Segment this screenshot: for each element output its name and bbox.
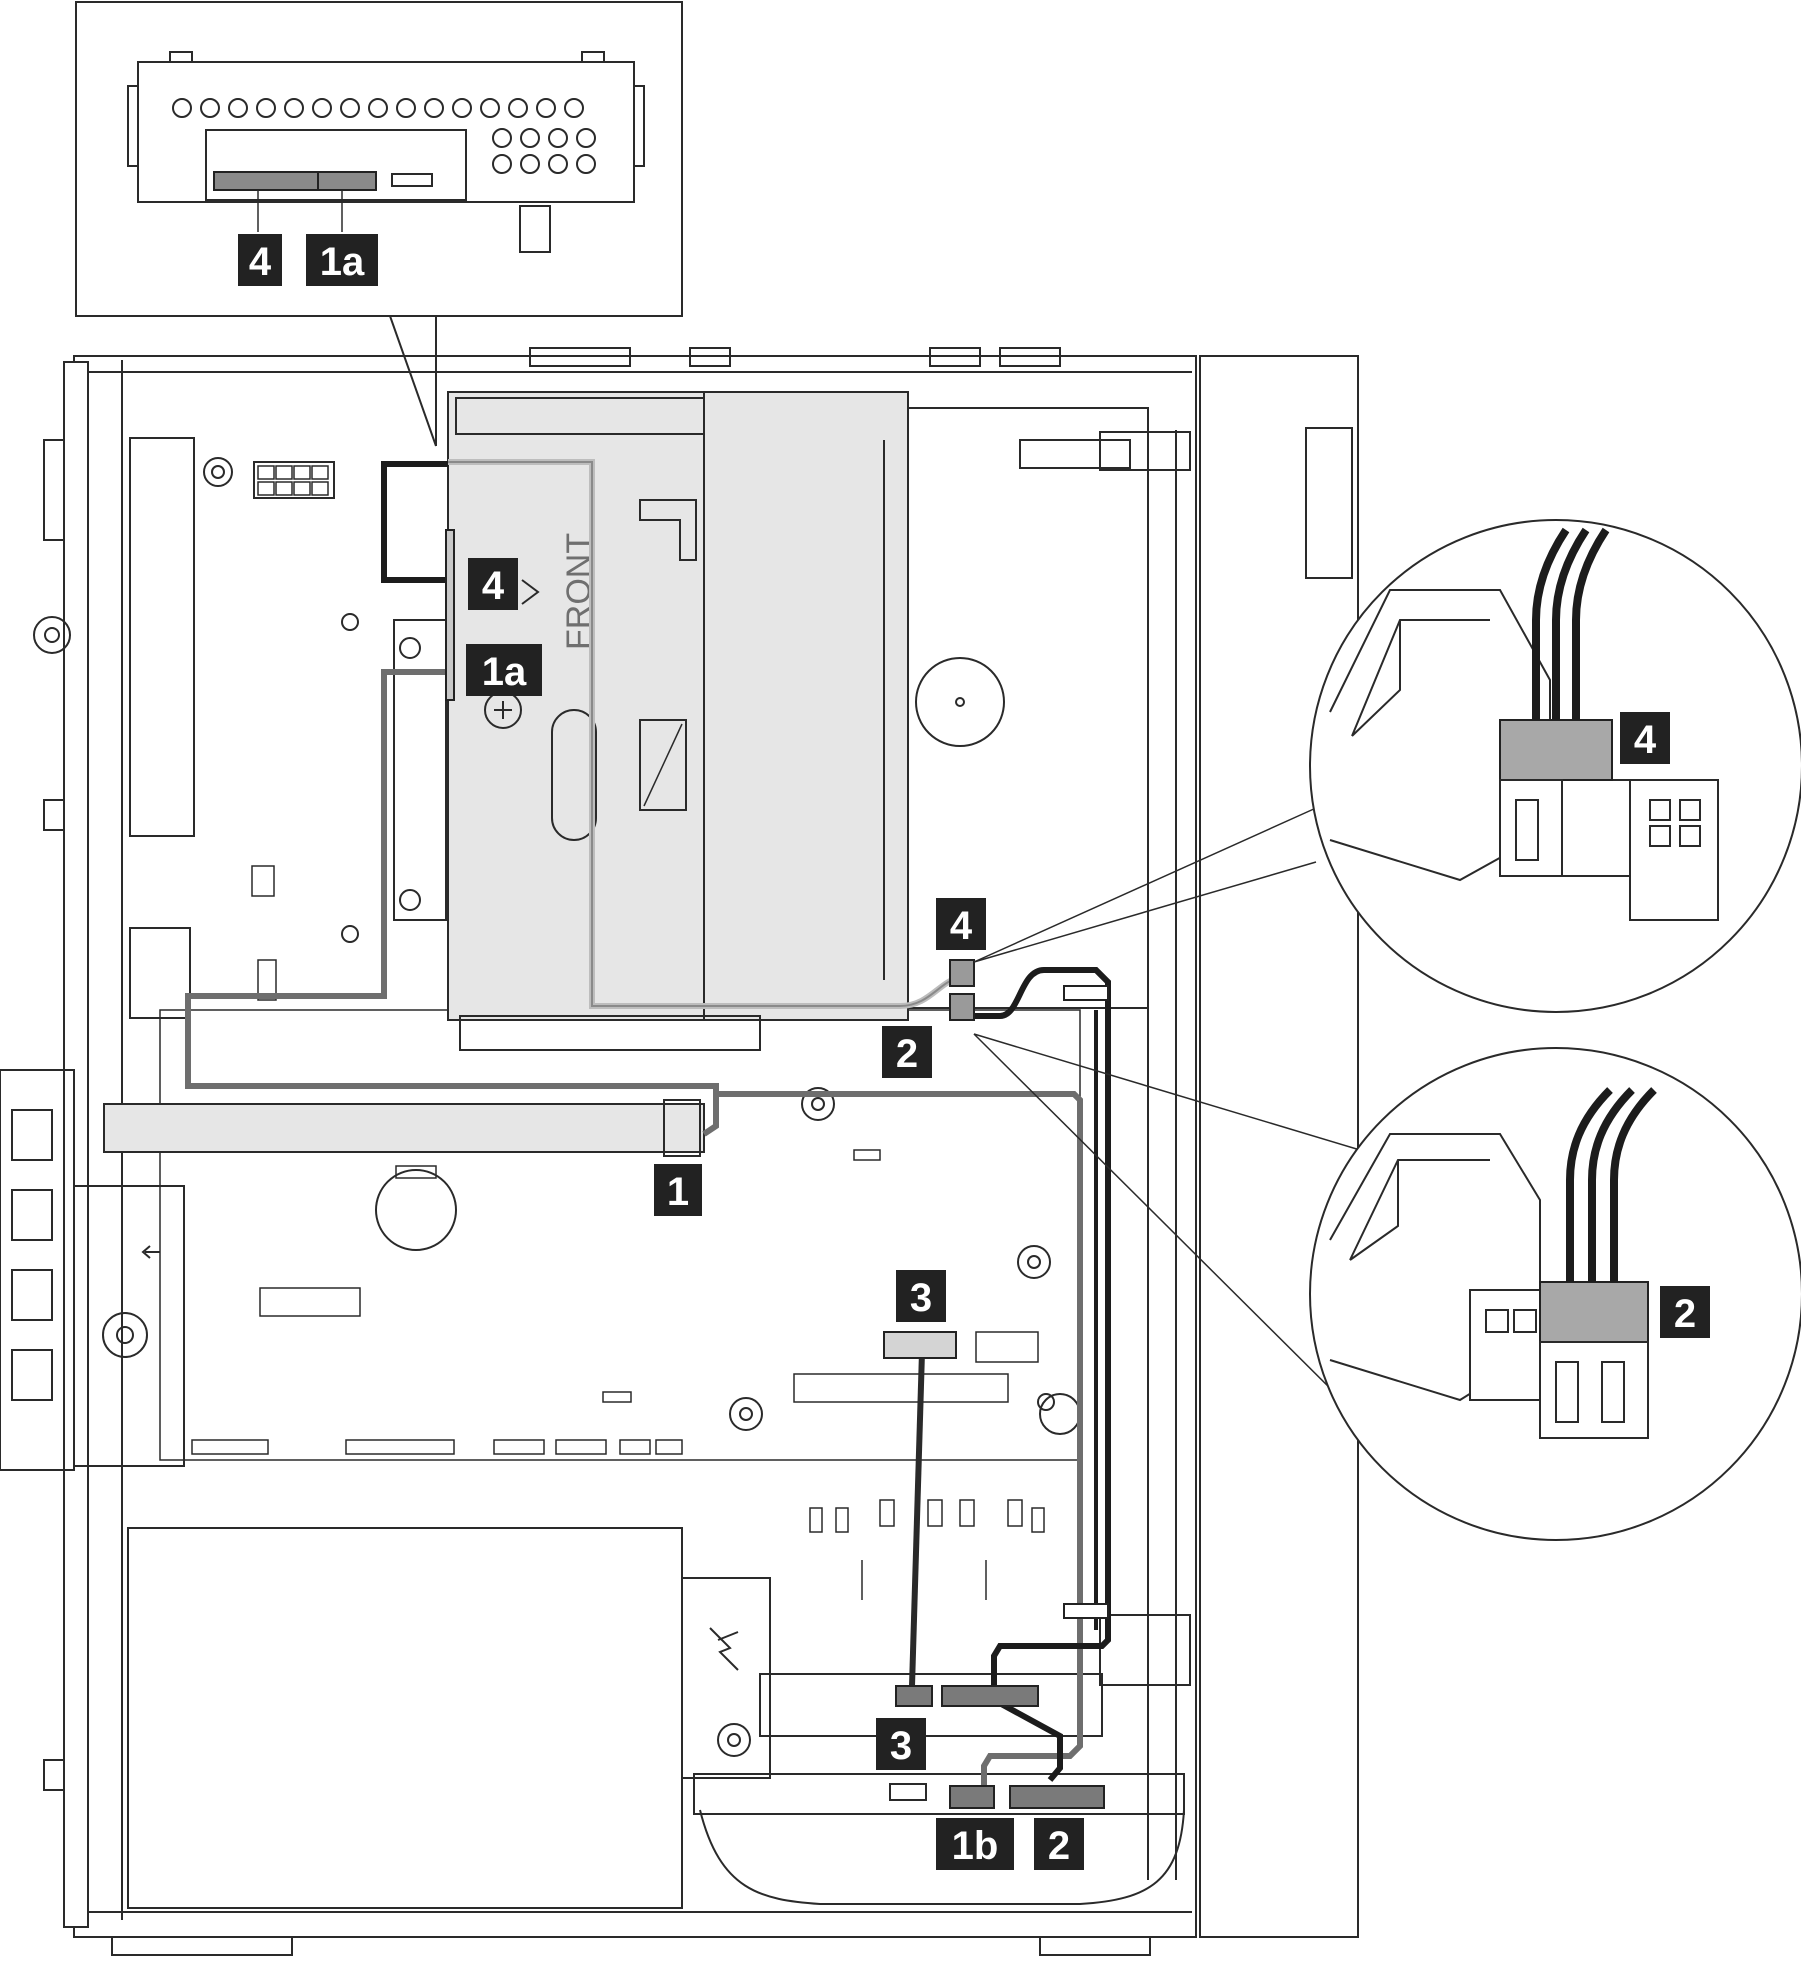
cable-drive-signal (185, 669, 719, 1137)
svg-text:4: 4 (1634, 718, 1657, 762)
drive-connector-strip (445, 529, 455, 701)
svg-text:1a: 1a (320, 240, 365, 284)
callout-backplane-1b: 1b (936, 1818, 1014, 1870)
svg-text:3: 3 (890, 1724, 912, 1768)
callout-inset-top-1a: 1a (306, 234, 378, 286)
callout-inset-top-4: 4 (238, 234, 282, 286)
psu-clip-lower (1063, 1603, 1109, 1619)
zoom-upper (973, 519, 1801, 1013)
psu-connector-2 (949, 993, 975, 1021)
lower-drive-bay (127, 1527, 1185, 1909)
callout-riser-1: 1 (654, 1164, 702, 1216)
callout-psu-2: 2 (882, 1026, 932, 1078)
svg-text:2: 2 (1674, 1292, 1696, 1336)
backplane-connector-2 (1009, 1785, 1105, 1809)
callout-board-3: 3 (896, 1270, 946, 1322)
svg-text:3: 3 (910, 1276, 932, 1320)
svg-text:4: 4 (249, 240, 272, 284)
cables (185, 459, 1111, 1790)
riser-card (103, 1099, 705, 1157)
callout-zoom-lower-2: 2 (1660, 1286, 1710, 1338)
system-board (159, 457, 1081, 1600)
board-connector-3 (883, 1331, 957, 1359)
zoom-lower-connector (1539, 1281, 1649, 1343)
inset-drive-rear-view (75, 1, 683, 447)
backplane-connector-power-top (941, 1685, 1039, 1707)
svg-text:1a: 1a (482, 650, 527, 694)
connectors (445, 529, 1109, 1809)
psu-clip-upper (1063, 985, 1109, 1001)
callout-drive-4: 4 (468, 558, 518, 610)
svg-text:1: 1 (667, 1170, 689, 1214)
svg-text:4: 4 (950, 904, 973, 948)
callout-zoom-upper-4: 4 (1620, 712, 1670, 764)
inset-connector-4 (213, 171, 319, 191)
callout-drive-1a: 1a (466, 644, 542, 696)
cpu-power-pins (257, 465, 329, 496)
optical-drive-cage: FRONT (393, 391, 909, 1051)
cable-psu-backplane (968, 967, 1111, 1782)
cable-board-backplane (909, 1351, 925, 1687)
callout-backplane-3: 3 (876, 1718, 926, 1770)
backplane-connector-1b (949, 1785, 995, 1809)
svg-text:2: 2 (1048, 1824, 1070, 1868)
svg-text:1b: 1b (952, 1824, 999, 1868)
callout-psu-4: 4 (936, 898, 986, 950)
psu-connector-4 (949, 959, 975, 987)
backplane-connector-3 (895, 1685, 933, 1707)
callout-backplane-2: 2 (1034, 1818, 1084, 1870)
svg-text:2: 2 (896, 1032, 918, 1076)
cable-drive-power (381, 461, 450, 583)
zoom-upper-connector (1499, 719, 1613, 781)
inset-connector-1a (317, 171, 377, 191)
zoom-lower (973, 1033, 1801, 1541)
cable-riser-backplane (716, 1091, 1083, 1790)
svg-text:4: 4 (482, 564, 505, 608)
vent-holes (172, 98, 596, 174)
